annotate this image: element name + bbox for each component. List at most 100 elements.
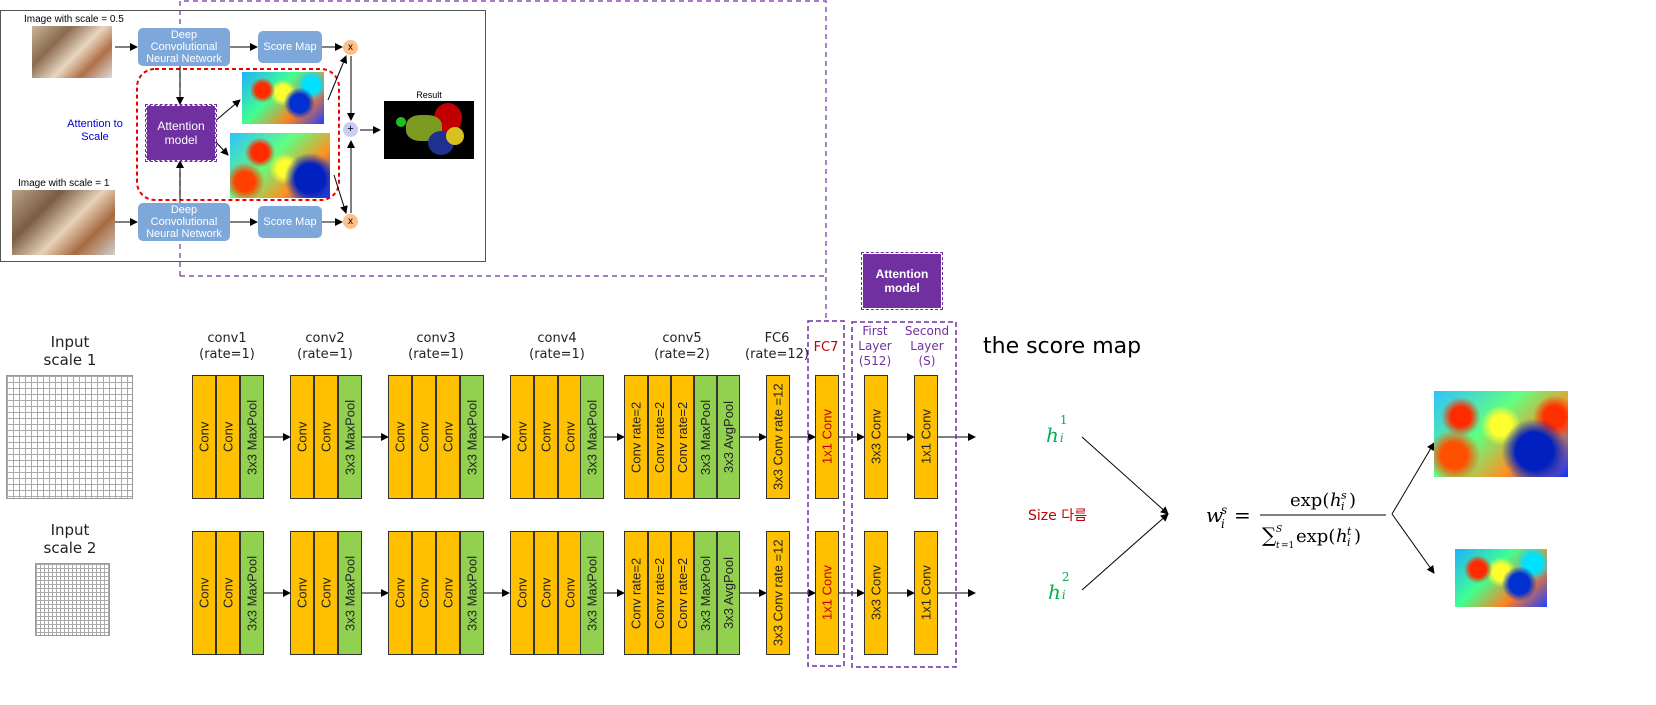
input-scale1-label: Input scale 1 [43, 333, 97, 369]
row2-fc6: 3x3 Conv rate =12 [766, 531, 790, 655]
svg-text:h: h [1330, 490, 1342, 511]
scale1-label: Image with scale = 1 [18, 178, 110, 189]
row1-conv2-b: Conv [314, 375, 338, 499]
row2-conv4-c: Conv [558, 531, 582, 655]
svg-text:s: s [1221, 503, 1227, 517]
row2-conv1-pool: 3x3 MaxPool [240, 531, 264, 655]
svg-text:t: t [1347, 525, 1352, 538]
score-map-box-bottom: Score Map [258, 206, 322, 238]
row1-conv3-b: Conv [412, 375, 436, 499]
softmax-formula: w s i = exp( h s i ) ∑ S t =1 exp( h t i… [1206, 489, 1386, 551]
second-layer-label: Second Layer (S) [904, 324, 950, 368]
result-image [384, 101, 474, 159]
attention-model-box: Attention model [861, 252, 943, 310]
scale05-label: Image with scale = 0.5 [24, 14, 124, 25]
attention-model-box-top: Attention model [145, 104, 217, 162]
svg-text:=1: =1 [1281, 541, 1294, 551]
dcnn-box-top: Deep Convolutional Neural Network [138, 28, 230, 66]
row2-conv4-b: Conv [534, 531, 558, 655]
input-scale2-label: Input scale 2 [43, 521, 97, 557]
row2-conv5-avgpool: 3x3 AvgPool [717, 531, 740, 655]
svg-text:i: i [1347, 536, 1351, 549]
svg-text:i: i [1221, 517, 1225, 531]
svg-text:exp(: exp( [1296, 526, 1335, 547]
svg-text:i: i [1341, 500, 1345, 513]
row1-conv1-b: Conv [216, 375, 240, 499]
row1-conv3-c: Conv [436, 375, 460, 499]
input-scale2-grid [35, 563, 110, 636]
row1-conv3-pool: 3x3 MaxPool [460, 375, 484, 499]
row1-first-layer: 3x3 Conv [864, 375, 888, 499]
fc7-label: FC7 [813, 340, 839, 355]
first-layer-label: First Layer (512) [858, 324, 892, 368]
multiply-node-top: x [343, 40, 358, 55]
row2-conv3-c: Conv [436, 531, 460, 655]
row2-conv4-a: Conv [510, 531, 534, 655]
row2-first-layer: 3x3 Conv [864, 531, 888, 655]
row2-conv5-b: Conv rate=2 [648, 531, 671, 655]
row1-conv2-a: Conv [290, 375, 314, 499]
row2-conv1-a: Conv [192, 531, 216, 655]
svg-text:=: = [1234, 503, 1251, 527]
row1-fc6: 3x3 Conv rate =12 [766, 375, 790, 499]
svg-text:h: h [1336, 526, 1348, 547]
multiply-node-bottom: x [343, 214, 358, 229]
row2-conv5-a: Conv rate=2 [624, 531, 648, 655]
row1-conv1-a: Conv [192, 375, 216, 499]
row2-second-layer: 1x1 Conv [914, 531, 938, 655]
svg-text:s: s [1341, 489, 1347, 502]
svg-text:∑: ∑ [1262, 523, 1277, 547]
score-map-large [1434, 391, 1568, 477]
attention-to-scale-label: Attention to Scale [67, 118, 123, 143]
input-scale1-grid [6, 375, 133, 499]
size-label: Size 다름 [1028, 508, 1087, 524]
attention-heatmap-top [242, 72, 324, 124]
row2-conv3-a: Conv [388, 531, 412, 655]
score-map-box-top: Score Map [258, 31, 322, 63]
row1-conv4-b: Conv [534, 375, 558, 499]
svg-text:exp(: exp( [1290, 490, 1329, 511]
row1-conv1-pool: 3x3 MaxPool [240, 375, 264, 499]
svg-text:): ) [1354, 526, 1361, 547]
sum-node: + [343, 122, 358, 137]
row1-conv5-maxpool: 3x3 MaxPool [694, 375, 717, 499]
row1-fc7: 1x1 Conv [815, 375, 839, 499]
score-map-title: the score map [983, 334, 1142, 359]
row2-conv2-a: Conv [290, 531, 314, 655]
svg-text:w: w [1206, 503, 1223, 527]
row2-conv4-pool: 3x3 MaxPool [580, 531, 604, 655]
row1-conv5-a: Conv rate=2 [624, 375, 648, 499]
row1-conv4-a: Conv [510, 375, 534, 499]
score-map-small [1455, 549, 1547, 607]
dcnn-box-bottom: Deep Convolutional Neural Network [138, 203, 230, 241]
row2-conv5-maxpool: 3x3 MaxPool [694, 531, 717, 655]
attention-heatmap-bottom [230, 133, 330, 198]
row1-conv5-b: Conv rate=2 [648, 375, 671, 499]
svg-text:): ) [1349, 490, 1356, 511]
row1-conv3-a: Conv [388, 375, 412, 499]
row2-conv2-pool: 3x3 MaxPool [338, 531, 362, 655]
result-label: Result [416, 90, 442, 100]
stage-conv2-label: conv2(rate=1) [297, 331, 353, 362]
row2-conv1-b: Conv [216, 531, 240, 655]
row1-conv5-avgpool: 3x3 AvgPool [717, 375, 740, 499]
svg-text:S: S [1276, 525, 1282, 535]
row1-second-layer: 1x1 Conv [914, 375, 938, 499]
svg-text:t: t [1276, 541, 1280, 551]
scale1-photo [12, 190, 115, 255]
row2-fc7: 1x1 Conv [815, 531, 839, 655]
stage-conv5-label: conv5(rate=2) [654, 331, 710, 362]
row2-conv2-b: Conv [314, 531, 338, 655]
row1-conv2-pool: 3x3 MaxPool [338, 375, 362, 499]
row1-conv4-pool: 3x3 MaxPool [580, 375, 604, 499]
scale05-photo [32, 26, 112, 78]
stage-conv3-label: conv3(rate=1) [408, 331, 464, 362]
row2-conv5-c: Conv rate=2 [671, 531, 694, 655]
row1-conv4-c: Conv [558, 375, 582, 499]
stage-conv1-label: conv1(rate=1) [199, 331, 255, 362]
row2-conv3-pool: 3x3 MaxPool [460, 531, 484, 655]
row2-conv3-b: Conv [412, 531, 436, 655]
